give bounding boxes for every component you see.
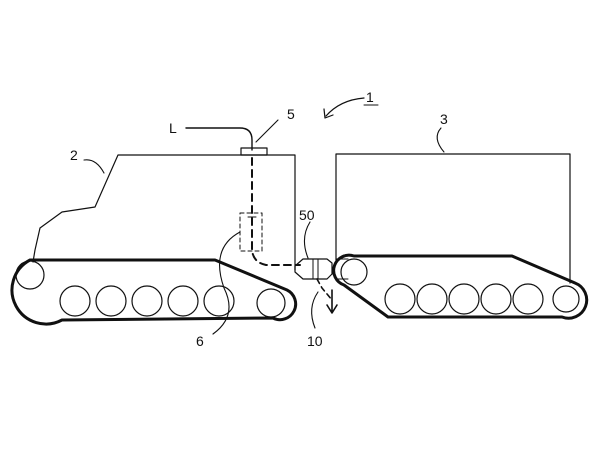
front-vehicle [10,154,298,326]
road-wheel [448,283,480,315]
road-wheel [480,283,512,315]
leader-2 [83,159,105,174]
road-wheel [384,283,416,315]
label-system: 1 [366,89,374,105]
road-wheel [167,285,199,317]
road-wheel [416,283,448,315]
road-wheel [203,285,235,317]
roof-coupling-housing [240,147,268,156]
front-road-wheels [59,285,235,317]
connector-dashed-line [316,278,333,301]
line-l-dashed [251,157,301,266]
label-coupling-device: 50 [299,207,315,223]
front-vehicle-track [10,258,298,326]
line-l [185,127,301,266]
connector [316,278,338,314]
label-rear-vehicle: 3 [440,111,448,127]
arrow-head-1 [323,108,334,119]
leader-lines [83,97,445,335]
rear-latch [335,258,349,280]
down-arrow-icon [326,289,338,314]
leader-50 [303,221,311,259]
front-vehicle-body [32,154,296,271]
road-wheel [512,283,544,315]
coupling-device-body [294,258,333,280]
label-cable-store: 6 [196,333,204,349]
rear-idler-wheel [340,258,368,286]
label-front-vehicle: 2 [70,147,78,163]
rear-sprocket-wheel [552,285,580,313]
rear-vehicle-track [332,253,589,320]
front-idler-wheel [15,260,45,290]
leader-10 [311,291,319,329]
leader-5 [255,119,279,143]
label-coupling-point: 5 [287,106,295,122]
rear-road-wheels [384,283,544,315]
leader-6 [212,231,241,335]
road-wheel [131,285,163,317]
road-wheel [95,285,127,317]
rear-vehicle [332,153,589,320]
label-line: L [169,120,177,136]
front-sprocket-wheel [256,288,286,318]
road-wheel [59,285,91,317]
rear-vehicle-body [335,153,571,284]
line-l-solid [185,127,253,151]
leader-1 [325,97,365,117]
coupling-device [294,258,349,280]
label-connector: 10 [307,333,323,349]
leader-3 [436,127,445,153]
